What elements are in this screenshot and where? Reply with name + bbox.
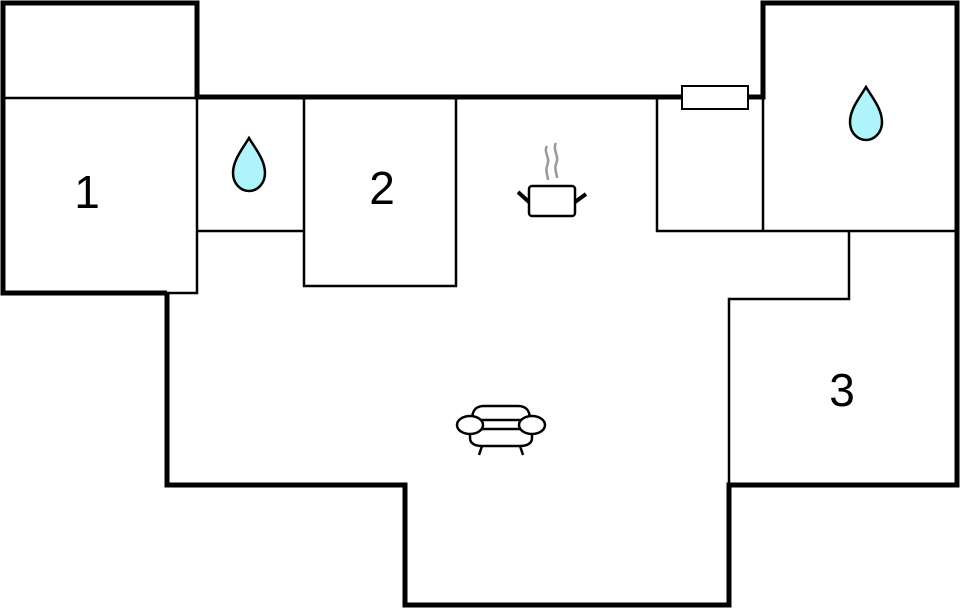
wall-small-room	[655, 97, 957, 233]
interior-walls	[3, 96, 957, 485]
room-label-1: 1	[74, 166, 100, 218]
wall-room3	[727, 231, 851, 485]
radiator-fixture	[681, 85, 749, 110]
armchair-icon	[455, 404, 547, 456]
water-drop-icon	[848, 84, 884, 142]
room-label-2: 2	[369, 162, 395, 214]
room-label-3: 3	[829, 364, 855, 416]
cooking-pot-icon	[516, 142, 588, 218]
water-drop-icon	[231, 135, 267, 193]
wall-room1-right	[167, 97, 199, 295]
wall-room2	[302, 97, 458, 288]
